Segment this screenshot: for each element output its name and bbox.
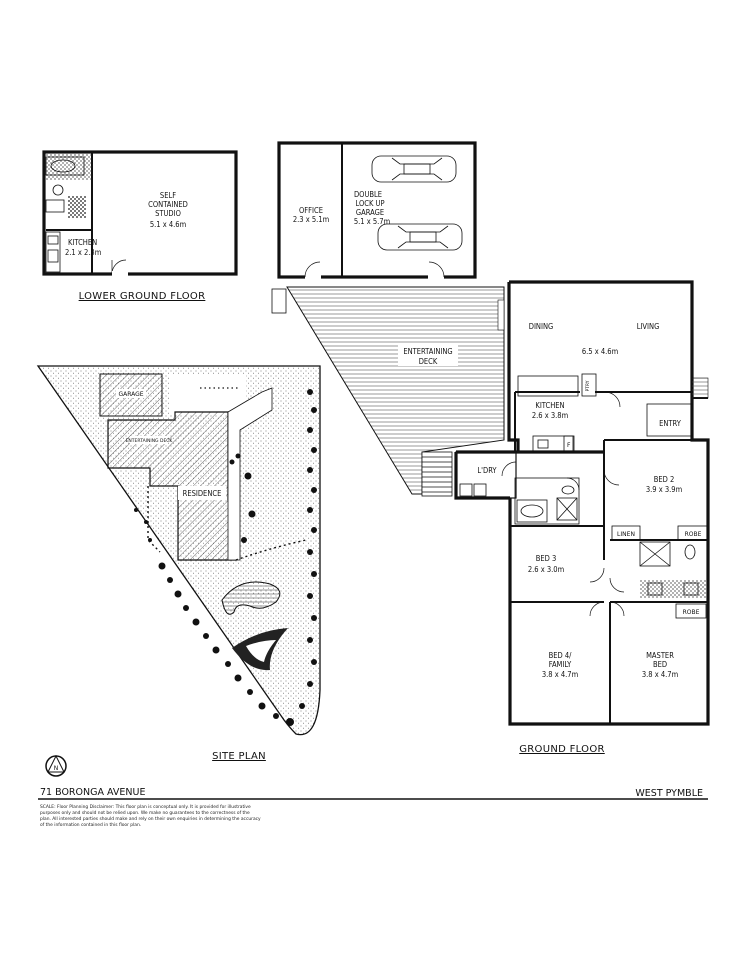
studio-kitchen-dim: 2.1 x 2.3m — [65, 248, 101, 257]
kitchen-name: KITCHEN — [535, 401, 564, 410]
office-dim: 2.3 x 5.1m — [293, 215, 329, 224]
studio-label-line2: CONTAINED — [148, 200, 188, 209]
deck-label-line1: ENTERTAINING — [403, 347, 452, 356]
lower-ground-studio-plan — [42, 150, 238, 277]
laundry-label: L'DRY — [477, 466, 497, 475]
site-deck-label: ENTERTAINING DECK — [126, 438, 174, 444]
garage-line2: LOCK UP — [355, 199, 384, 208]
office-name: OFFICE — [299, 206, 323, 215]
studio-label-line3: STUDIO — [155, 209, 181, 218]
office-label: OFFICE 2.3 x 5.1m — [293, 206, 329, 224]
compass-letter: N — [54, 765, 59, 772]
entertaining-deck — [271, 286, 505, 497]
garage-dim: 5.1 x 5.7m — [354, 217, 390, 226]
kitchen-label: KITCHEN 2.6 x 3.8m — [532, 401, 568, 420]
bed3-label: BED 3 2.6 x 3.0m — [528, 554, 564, 574]
lower-ground-floor-title: LOWER GROUND FLOOR — [79, 291, 206, 302]
bed4-dim: 3.8 x 4.7m — [542, 670, 578, 679]
linen-label: LINEN — [617, 531, 635, 538]
bed2-dim: 3.9 x 3.9m — [646, 485, 682, 494]
master-line1: MASTER — [646, 651, 674, 660]
office-garage-plan — [277, 141, 477, 280]
studio-kitchen-name: KITCHEN — [68, 238, 97, 247]
shrub-icons — [134, 389, 317, 726]
bed4-label: BED 4/ FAMILY 3.8 x 4.7m — [542, 651, 578, 679]
garage-label: DOUBLE LOCK UP GARAGE 5.1 x 5.7m — [354, 190, 390, 226]
garage-line1: DOUBLE — [354, 190, 382, 199]
bed2-label: BED 2 3.9 x 3.9m — [646, 475, 682, 494]
garage-line3: GARAGE — [356, 208, 384, 217]
disclaimer-line2: purposes only and should not be relied u… — [40, 810, 250, 816]
bed2-name: BED 2 — [654, 475, 675, 484]
site-plan-title: SITE PLAN — [212, 751, 266, 762]
living-label: LIVING — [637, 322, 660, 331]
car-icon — [371, 155, 457, 183]
site-residence-label: RESIDENCE — [183, 489, 222, 498]
master-dim: 3.8 x 4.7m — [642, 670, 678, 679]
bed3-dim: 2.6 x 3.0m — [528, 565, 564, 574]
studio-label-line1: SELF — [160, 191, 176, 200]
robe-label-bed2: ROBE — [685, 531, 702, 538]
deck-label: ENTERTAINING DECK — [398, 344, 458, 366]
address-label: 71 BORONGA AVENUE — [40, 787, 145, 798]
master-bed-label: MASTER BED 3.8 x 4.7m — [642, 651, 678, 679]
master-line2: BED — [653, 660, 667, 669]
dining-label: DINING — [529, 322, 554, 331]
deck-label-line2: DECK — [419, 357, 438, 366]
north-arrow-icon: N — [45, 754, 67, 777]
suburb-label: WEST PYMBLE — [635, 788, 703, 799]
studio-kitchen-label: KITCHEN 2.1 x 2.3m — [65, 238, 101, 257]
bed3-name: BED 3 — [536, 554, 557, 563]
entry-label: ENTRY — [659, 419, 682, 428]
ground-floor-walls: F PTRY ENTRY L'DRY LINEN — [454, 280, 710, 726]
bed4-line2: FAMILY — [549, 660, 572, 669]
site-plan: GARAGE RESIDENCE ENTERTAINING DECK — [36, 365, 321, 736]
studio-label: SELF CONTAINED STUDIO 5.1 x 4.6m — [148, 191, 188, 229]
studio-label-dim: 5.1 x 4.6m — [150, 220, 186, 229]
disclaimer-text: SCALE: Floor Planning Disclaimer: This f… — [40, 804, 261, 828]
site-garage-label: GARAGE — [118, 391, 143, 398]
disclaimer-line3: plan. All interested parties should make… — [40, 816, 261, 822]
living-dim: 6.5 x 4.6m — [582, 347, 618, 356]
fridge-label: F — [567, 442, 571, 449]
kitchen-dim: 2.6 x 3.8m — [532, 411, 568, 420]
robe-label-master: ROBE — [683, 609, 700, 616]
pantry-label: PTRY — [585, 380, 591, 391]
ground-floor-title: GROUND FLOOR — [519, 744, 605, 755]
disclaimer-line1: SCALE: Floor Planning Disclaimer: This f… — [40, 804, 251, 810]
car-icon — [377, 223, 463, 251]
bed4-line1: BED 4/ — [549, 651, 573, 660]
deck-stairs — [422, 456, 452, 493]
disclaimer-line4: of the information contained in this flo… — [40, 822, 141, 828]
